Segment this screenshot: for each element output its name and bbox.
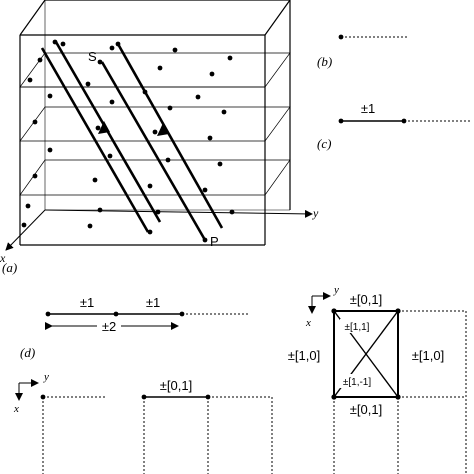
panel-e: y x ±[0,1] ±[0,1] ±[1,0] ±[1,0] ±[1,1] ±…: [288, 284, 467, 474]
point-s-label: S: [88, 49, 97, 64]
square-top-step-label: ±[0,1]: [350, 292, 382, 307]
panel-c: (c): [317, 136, 331, 151]
lattice-points: [21, 39, 235, 243]
chain-arrows: [98, 121, 169, 136]
span-label: ±2: [102, 319, 116, 334]
square-left-step-label: ±[1,0]: [288, 348, 320, 363]
axis-y-label: y: [312, 206, 319, 220]
arrow-up-icon: [98, 121, 110, 134]
panel-b-label: (b): [317, 54, 332, 69]
square-bottom-step-label: ±[0,1]: [350, 402, 382, 417]
panel-c-label: (c): [317, 136, 331, 151]
panel-d-axis-y: y: [43, 371, 49, 383]
panel-b-step-label: ±1: [361, 101, 375, 116]
panel-a-label: (a): [2, 260, 17, 275]
axis-x-label: x: [0, 251, 6, 265]
layer-planes: [19, 52, 291, 196]
panel-d-squares: ±[0,1]: [40, 378, 273, 474]
square-top-label: ±[0,1]: [160, 378, 192, 393]
panel-a-lattice-box: S P x y (a): [0, 0, 319, 275]
square-right-step-label: ±[1,0]: [412, 348, 444, 363]
step-right-label: ±1: [146, 295, 160, 310]
panel-b: (b) ±1: [317, 34, 470, 124]
panel-d-axis-x: x: [13, 403, 19, 415]
step-left-label: ±1: [80, 295, 94, 310]
panel-d-label: (d): [20, 345, 35, 360]
panel-e-axis-x: x: [305, 317, 311, 329]
panel-d-chain: ±1 ±1 ±2 (d): [20, 295, 248, 360]
y-axis-line: [44, 209, 313, 218]
diag-down-label: ±[1,-1]: [343, 377, 371, 388]
panel-d-axes: y x: [13, 371, 49, 415]
point-p-label: P: [210, 234, 219, 249]
x-axis-line: [5, 209, 46, 251]
panel-e-axis-y: y: [333, 284, 339, 296]
diag-up-label: ±[1,1]: [345, 322, 370, 333]
arrow-up-icon: [157, 123, 169, 136]
